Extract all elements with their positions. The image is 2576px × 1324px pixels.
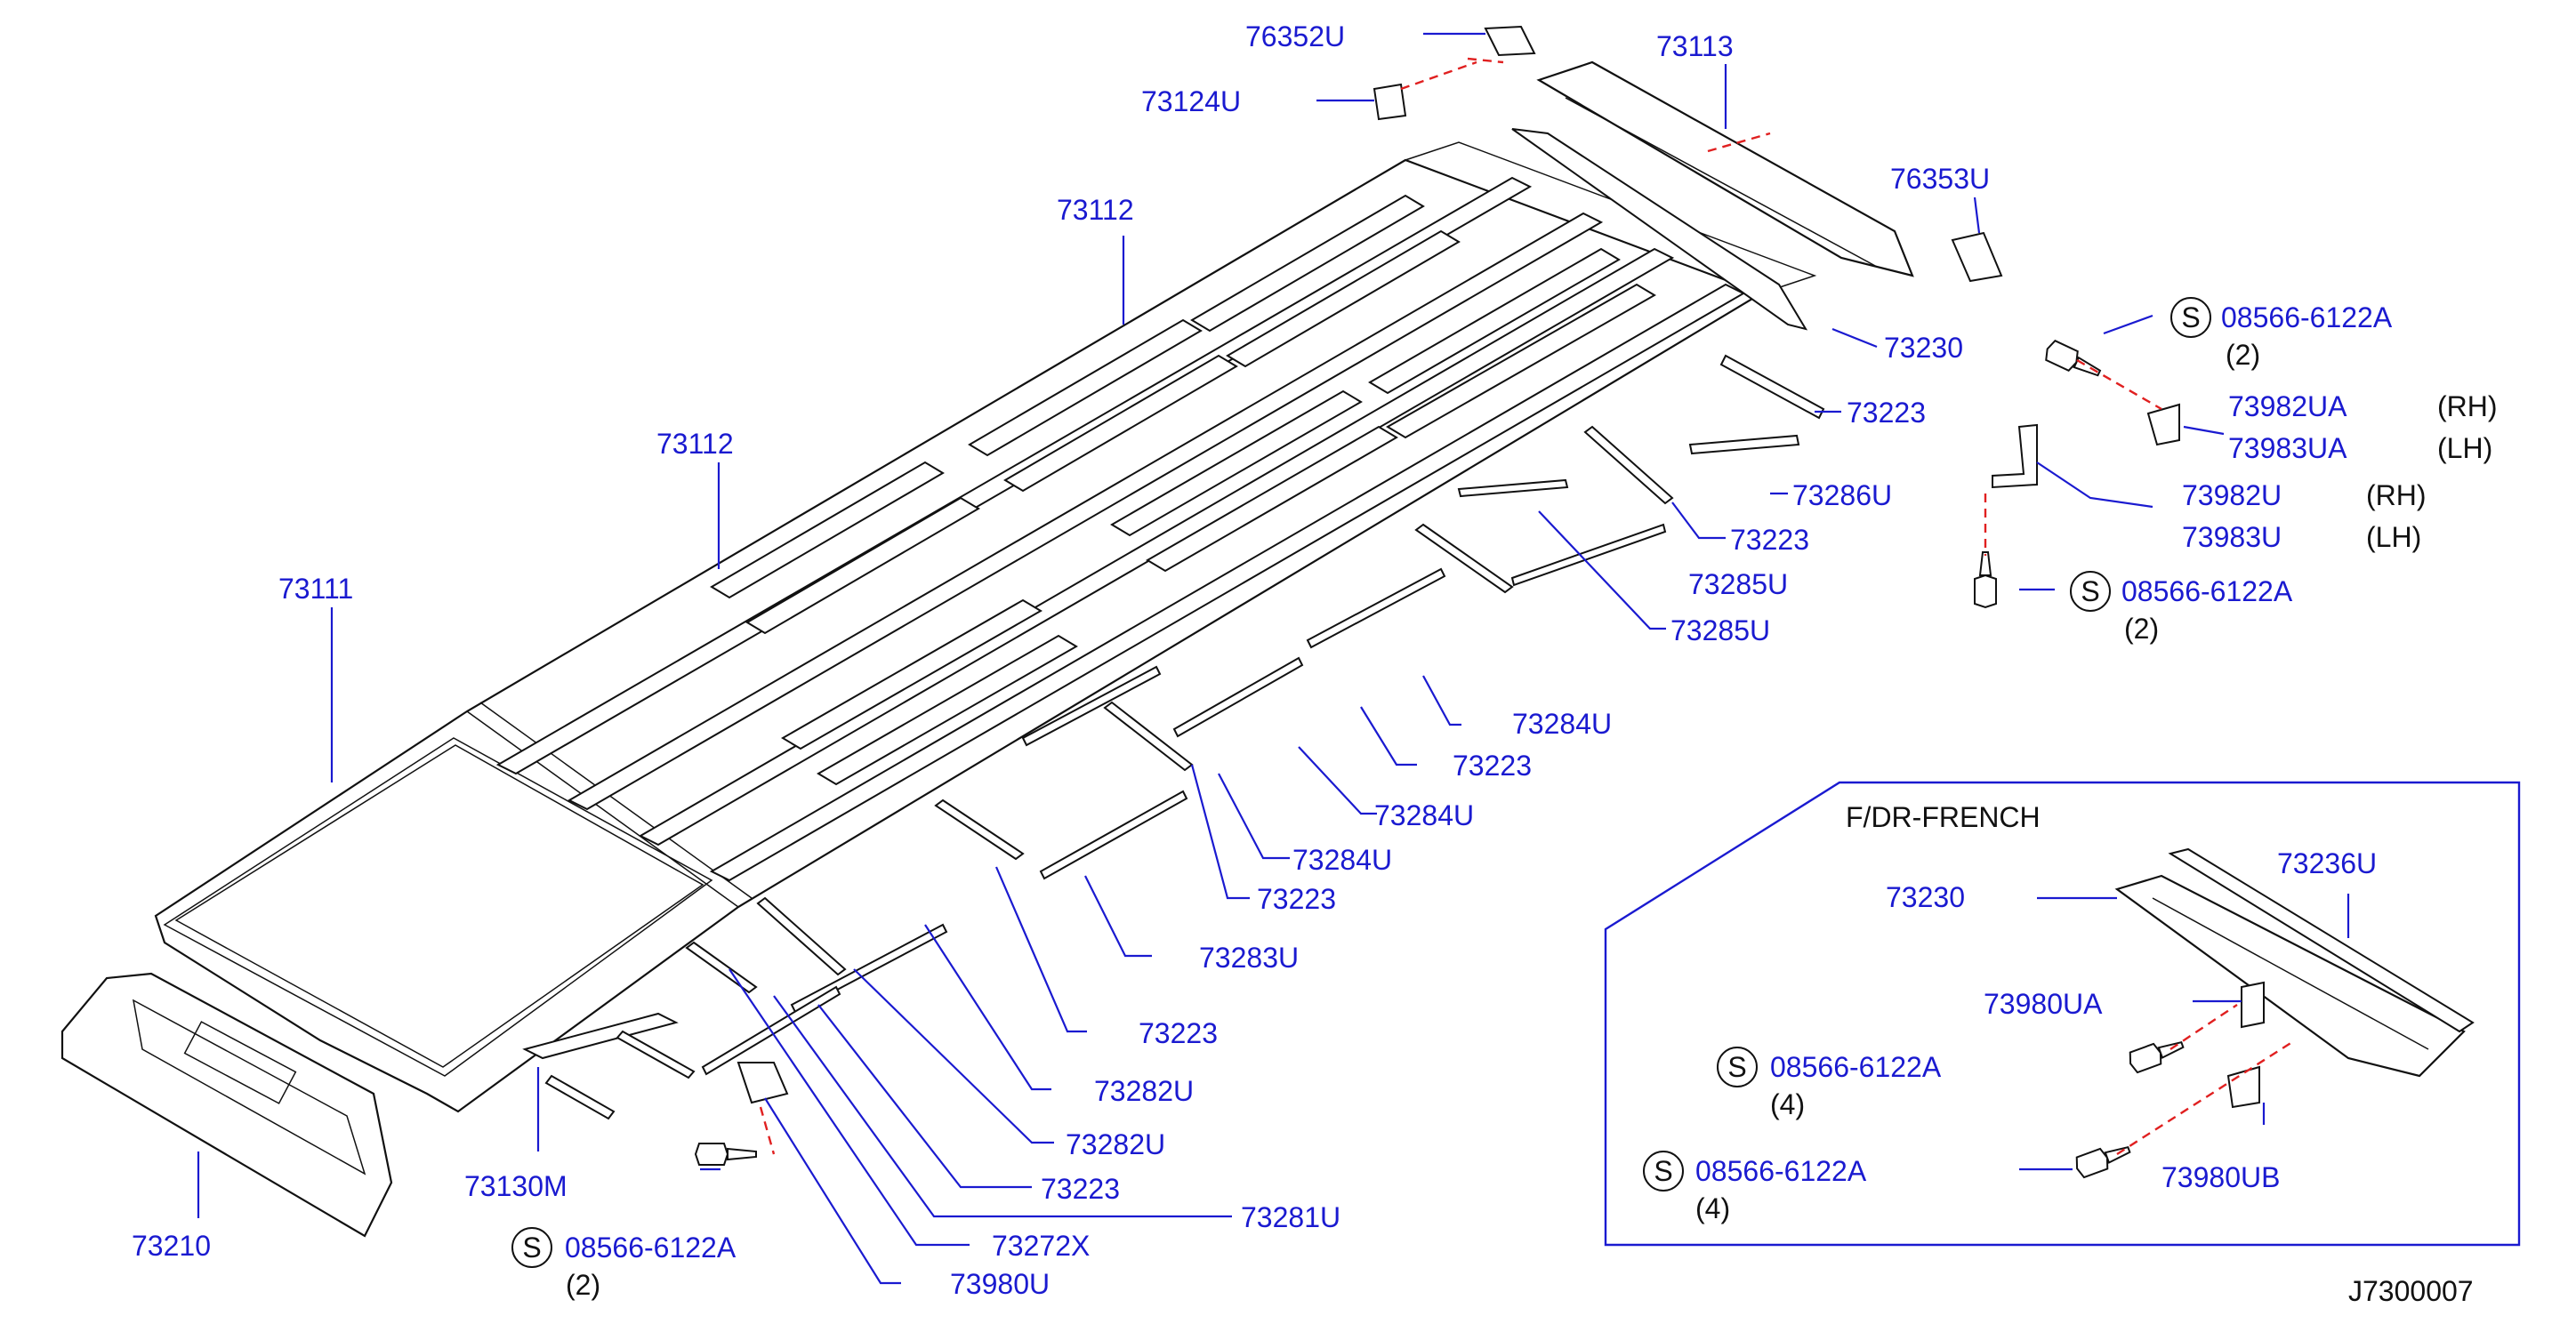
fastener-callout: S 08566-6122A (4) <box>1643 1151 1867 1224</box>
part-label: 73281U <box>1241 1201 1340 1233</box>
inset-label: 73980UA <box>1984 988 2103 1020</box>
s-symbol: S <box>2081 575 2099 607</box>
part-label: 73130M <box>464 1170 568 1202</box>
leader-lines <box>197 32 2350 1285</box>
fastener-callout: S 08566-6122A (4) <box>1717 1047 1942 1120</box>
inset-title: F/DR-FRENCH <box>1846 801 2041 833</box>
bolt-icons <box>694 339 2185 1179</box>
part-label: 73282U <box>1094 1075 1194 1107</box>
diagram-id: J7300007 <box>2348 1275 2474 1307</box>
bracket-side: (LH) <box>2366 521 2421 553</box>
part-label: 73223 <box>1730 524 1809 556</box>
bracket-drawings <box>1992 403 2180 489</box>
inset-label: 73236U <box>2277 847 2377 879</box>
part-label: 73286U <box>1792 479 1892 511</box>
fastener-callout: S 08566-6122A (2) <box>2070 571 2293 645</box>
part-label: 73283U <box>1199 942 1299 974</box>
part-label: 73284U <box>1512 708 1612 740</box>
fastener-qty: (4) <box>1770 1088 1805 1120</box>
inset-frame <box>1604 781 2521 1247</box>
part-label: 73284U <box>1374 799 1474 831</box>
dashed-connectors <box>759 57 2296 1156</box>
part-label: 73112 <box>656 428 734 460</box>
part-label: 76353U <box>1890 163 1990 195</box>
part-label: 73272X <box>992 1230 1090 1262</box>
front-header-drawing <box>60 972 393 1238</box>
bracket-part: 73983U <box>2182 521 2282 553</box>
fastener-part: 08566-6122A <box>1695 1155 1867 1187</box>
front-rail-drawing <box>522 1012 696 1120</box>
part-label: 73111 <box>278 573 353 605</box>
fastener-part: 08566-6122A <box>565 1232 737 1264</box>
bracket-part: 73982U <box>2182 479 2282 511</box>
s-symbol: S <box>2181 301 2200 333</box>
roof-panel-drawing <box>154 141 1817 1113</box>
part-label: 73284U <box>1292 844 1392 876</box>
part-label: 73282U <box>1066 1128 1165 1160</box>
part-label: 73223 <box>1847 397 1926 429</box>
clip-drawing <box>737 1062 789 1104</box>
s-symbol: S <box>1727 1051 1746 1083</box>
bolt-icon <box>2045 339 2102 377</box>
small-brackets-drawing <box>1373 25 2003 283</box>
s-symbol: S <box>522 1232 541 1264</box>
rear-header-drawing <box>1511 60 1914 331</box>
fastener-part: 08566-6122A <box>1770 1051 1942 1083</box>
fastener-qty: (2) <box>566 1269 600 1301</box>
bracket-side: (LH) <box>2437 432 2492 464</box>
part-label: 73980U <box>950 1268 1050 1300</box>
bolt-icon <box>694 1143 757 1166</box>
fastener-callout: S 08566-6122A (2) <box>511 1227 737 1301</box>
part-label: 73210 <box>132 1230 211 1262</box>
inset-label: 73230 <box>1886 881 1965 913</box>
part-label: 73285U <box>1670 614 1770 646</box>
part-label: 73223 <box>1139 1017 1218 1049</box>
part-label: 73285U <box>1688 568 1788 600</box>
part-label: 73223 <box>1257 883 1336 915</box>
roof-ribs-drawing <box>495 176 1746 882</box>
part-label: 73230 <box>1884 332 1963 364</box>
fastener-part: 08566-6122A <box>2121 575 2293 607</box>
fastener-qty: (2) <box>2124 613 2159 645</box>
part-label: 73223 <box>1453 750 1532 782</box>
part-label: 73112 <box>1057 194 1134 226</box>
fastener-qty: (2) <box>2226 339 2260 371</box>
fastener-qty: (4) <box>1695 1192 1730 1224</box>
fastener-callout: S 08566-6122A (2) <box>2170 297 2393 371</box>
bolt-icon <box>2129 1040 2185 1074</box>
inset-part-drawing <box>2114 847 2475 1109</box>
part-label: 73124U <box>1141 85 1241 117</box>
inset-label: 73980UB <box>2161 1161 2280 1193</box>
bolt-icon <box>1974 551 1997 609</box>
bracket-side: (RH) <box>2366 479 2427 511</box>
bracket-part: 73982UA <box>2228 390 2347 422</box>
bracket-part: 73983UA <box>2228 432 2347 464</box>
part-label: 76352U <box>1245 20 1345 52</box>
bolt-icon <box>2075 1145 2131 1179</box>
s-symbol: S <box>1654 1155 1672 1187</box>
part-label: 73113 <box>1656 30 1734 62</box>
bracket-side: (RH) <box>2437 390 2498 422</box>
part-label: 73223 <box>1041 1173 1120 1205</box>
fastener-part: 08566-6122A <box>2221 301 2393 333</box>
